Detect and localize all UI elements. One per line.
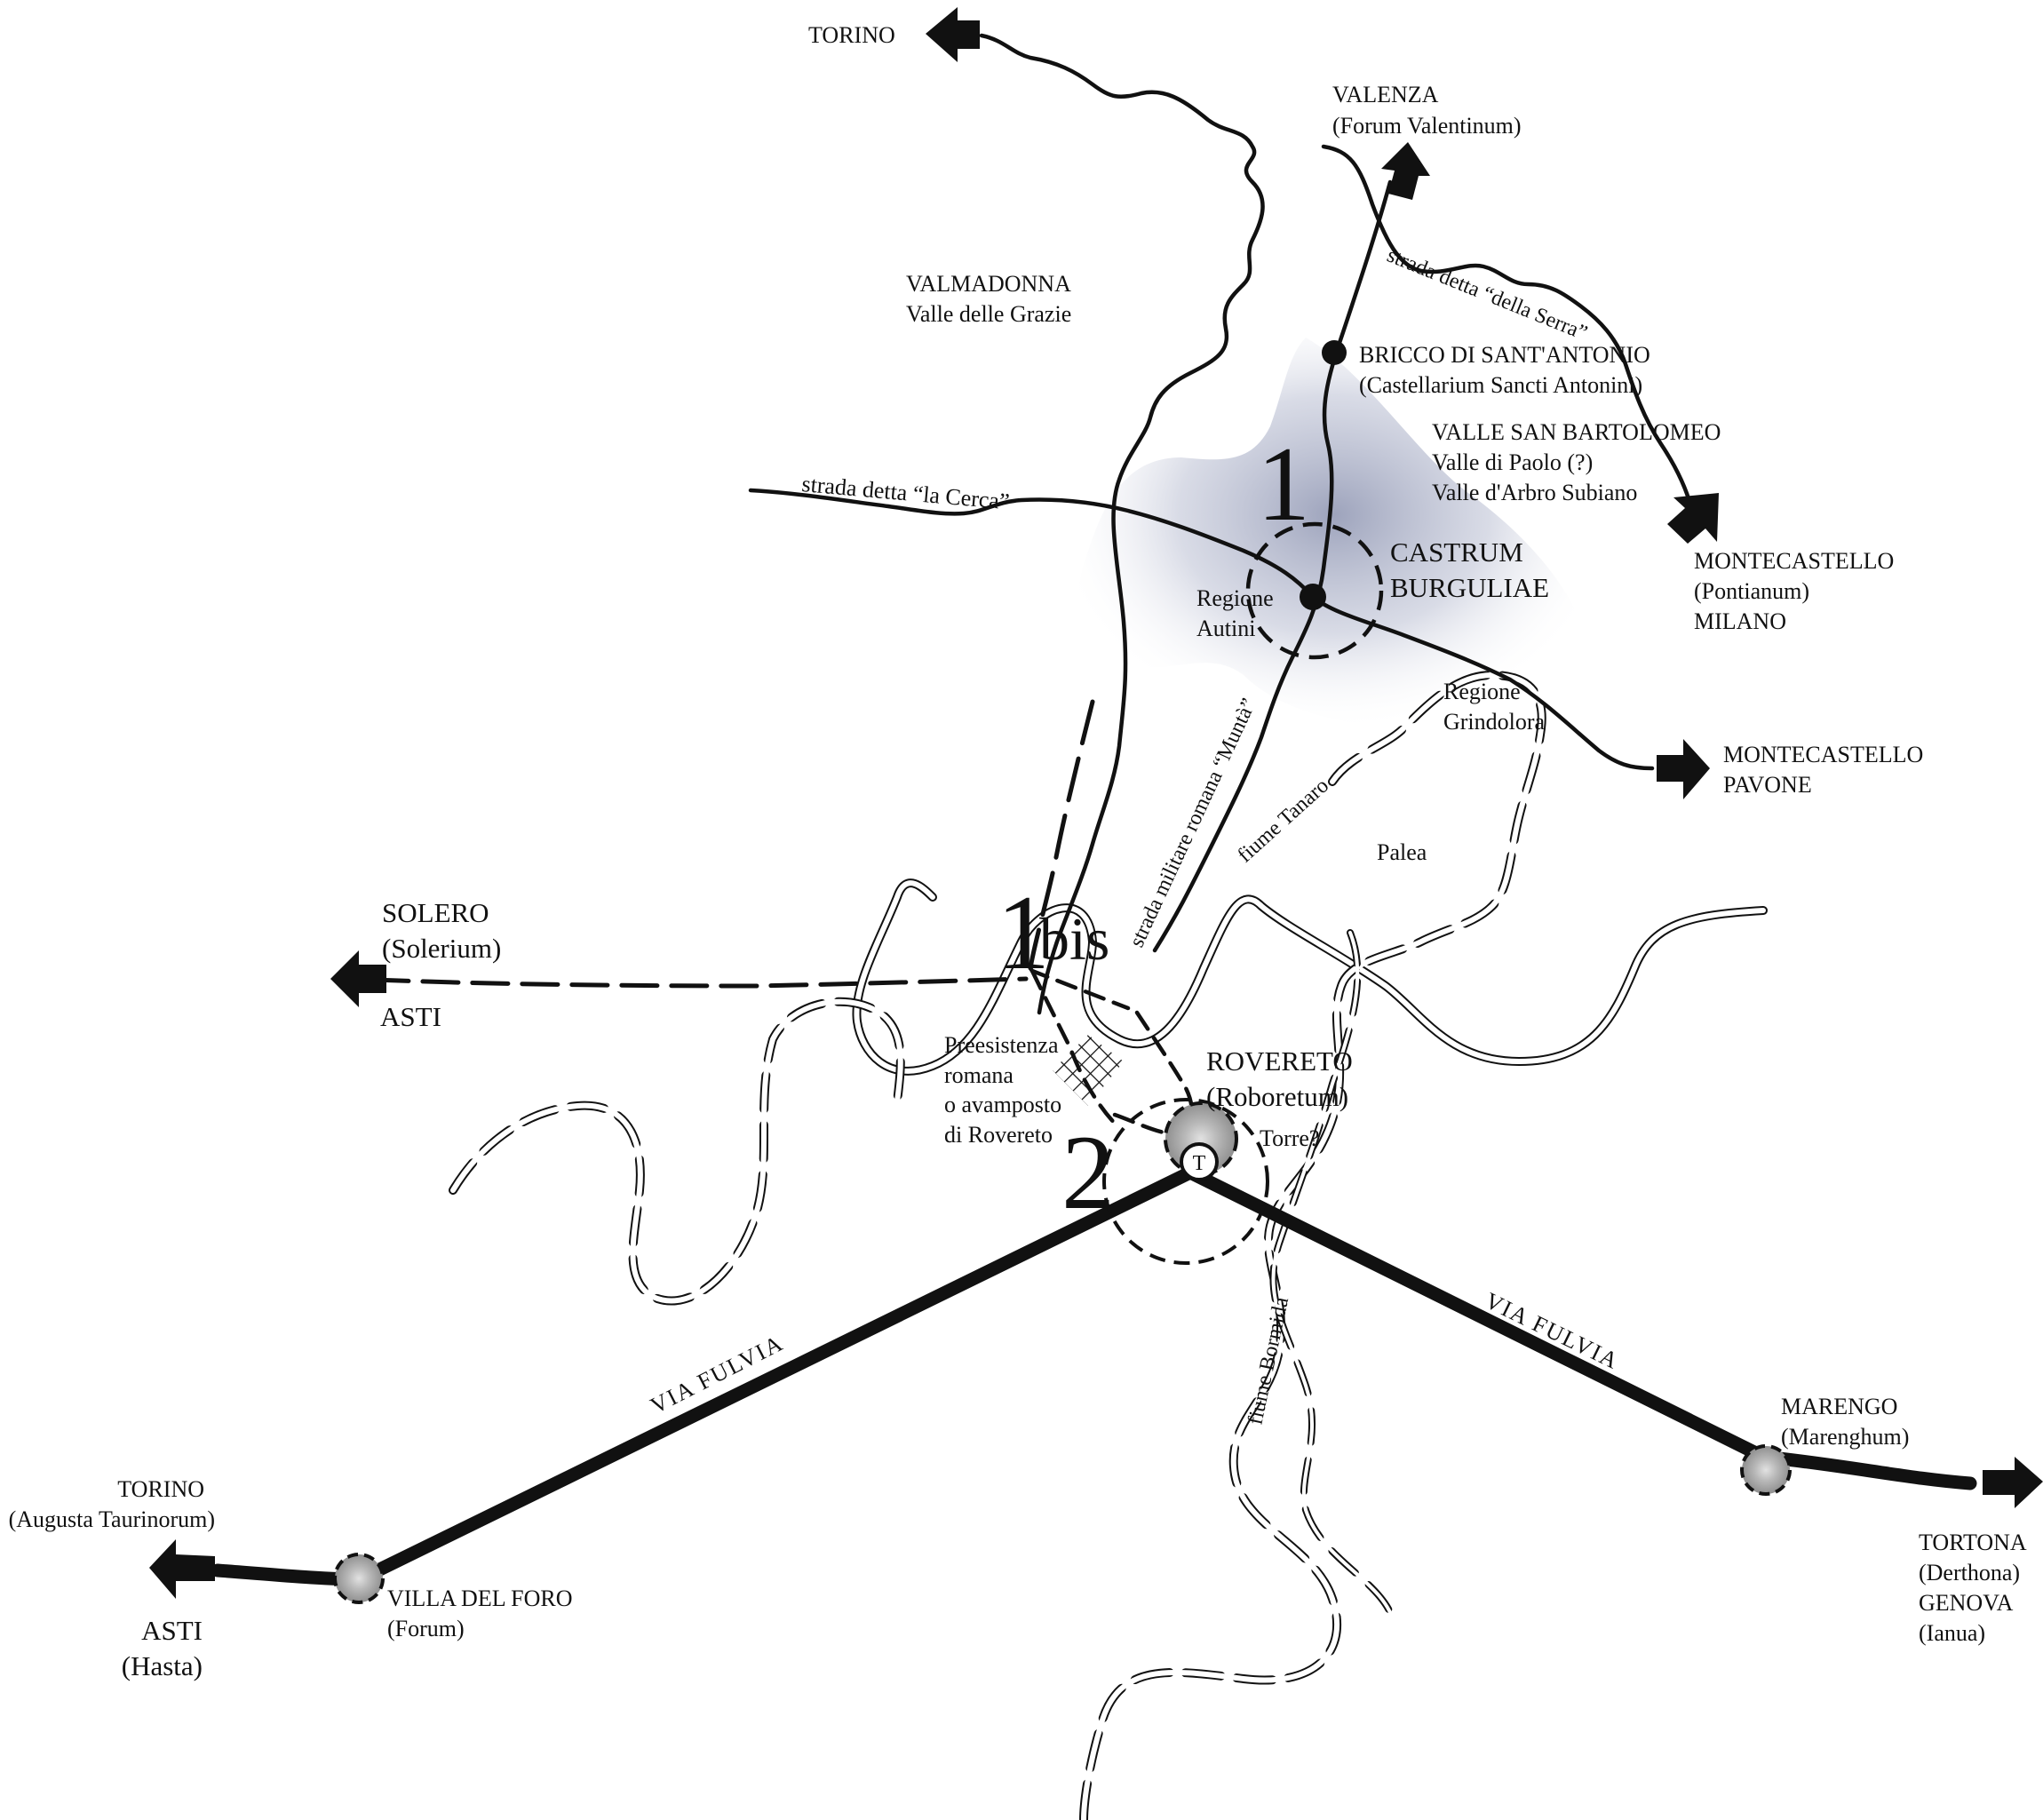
label-solerium: (Solerium): [382, 933, 501, 964]
label-torino-north: TORINO: [808, 22, 895, 48]
site-number-1: 1: [1257, 425, 1310, 543]
label-regione-grindolora-2: Grindolora: [1443, 709, 1546, 735]
label-asti-left: ASTI: [380, 1001, 441, 1032]
river-label-tanaro: fiume Tanaro: [1234, 775, 1333, 868]
river-bormida: [1269, 929, 1398, 1629]
label-castrum: CASTRUM: [1390, 536, 1523, 568]
road-dashed-valmadonna: [1028, 699, 1095, 971]
label-regione-autini-1: Regione: [1196, 585, 1274, 611]
label-preesistenza-3: o avamposto: [944, 1092, 1061, 1117]
tower-t-icon: [1180, 1142, 1219, 1181]
label-derthona: (Derthona): [1919, 1560, 2020, 1586]
label-valenza-sub: (Forum Valentinum): [1332, 113, 1522, 139]
arrow-solero: [330, 950, 386, 1007]
road-dashed-solero: [370, 976, 1029, 989]
label-ianua: (Ianua): [1919, 1620, 1985, 1646]
label-hasta: (Hasta): [122, 1650, 203, 1681]
label-villa-del-foro: VILLA DEL FORO: [387, 1586, 572, 1611]
road-label-munta: strada militare romana “Muntà”: [1125, 695, 1261, 950]
label-asti-bl: ASTI: [141, 1615, 203, 1646]
marengo-node: [1740, 1444, 1792, 1496]
road-label-della-serra: strada detta “della Serra”: [1384, 243, 1591, 345]
label-valenza: VALENZA: [1332, 82, 1439, 107]
label-montecastello-2: MONTECASTELLO: [1723, 742, 1923, 767]
arrow-torino-north: [926, 7, 980, 62]
label-valle-di-paolo: Valle di Paolo (?): [1432, 449, 1593, 475]
label-valle-san-bartolomeo: VALLE SAN BARTOLOMEO: [1432, 419, 1721, 445]
river-tanaro: [852, 878, 1768, 1076]
road-torino-north: [979, 33, 1265, 1015]
arrow-montecastello-milano: [1667, 493, 1719, 544]
arrow-tortona: [1983, 1457, 2043, 1508]
road-la-cerca: [748, 488, 1655, 771]
rovereto-site: T: [1102, 1098, 1269, 1265]
arrow-montecastello-pavone: [1657, 739, 1710, 799]
label-preesistenza-2: romana: [944, 1062, 1014, 1088]
river-bormida-west: [449, 997, 905, 1306]
site-number-2: 2: [1061, 1113, 1115, 1231]
label-bricco: BRICCO DI SANT'ANTONIO: [1359, 342, 1650, 368]
label-regione-autini-2: Autini: [1196, 616, 1255, 641]
label-valmadonna: VALMADONNA: [906, 271, 1071, 297]
label-torre: Torre?: [1260, 1125, 1319, 1151]
villa-del-foro-node: [333, 1553, 385, 1604]
castrum-site: [1245, 521, 1384, 660]
label-regione-grindolora-1: Regione: [1443, 679, 1521, 704]
label-torino-bl: TORINO: [117, 1476, 204, 1502]
label-marenghum: (Marenghum): [1781, 1424, 1909, 1450]
hill-area: [1076, 338, 1592, 732]
label-preesistenza-1: Preesistenza: [944, 1032, 1059, 1058]
tower-letter: T: [1193, 1152, 1206, 1175]
bricco-site: [1322, 340, 1347, 365]
label-tortona: TORTONA: [1919, 1530, 2027, 1555]
label-pavone: PAVONE: [1723, 772, 1812, 798]
label-roboretum: (Roboretum): [1206, 1081, 1348, 1112]
label-marengo: MARENGO: [1781, 1394, 1897, 1419]
site-number-bis: bis: [1039, 905, 1109, 973]
label-palea: Palea: [1377, 839, 1427, 865]
arrow-torino-asti: [149, 1539, 215, 1599]
label-forum: (Forum): [387, 1616, 465, 1641]
label-valle-arbro: Valle d'Arbro Subiano: [1432, 480, 1637, 505]
label-montecastello-1: MONTECASTELLO: [1694, 548, 1894, 574]
road-della-serra: [1321, 144, 1695, 513]
via-fulvia-road: [211, 1165, 1977, 1586]
label-augusta: (Augusta Taurinorum): [9, 1506, 215, 1532]
label-pontianum: (Pontianum): [1694, 578, 1809, 604]
label-milano: MILANO: [1694, 608, 1786, 634]
crosshatch-icon: [1053, 1035, 1124, 1106]
label-genova: GENOVA: [1919, 1590, 2014, 1616]
river-tanaro-upper: [1079, 670, 1546, 1820]
label-burguliae: BURGULIAE: [1390, 572, 1549, 603]
label-bricco-sub: (Castellarium Sancti Antonini): [1359, 372, 1642, 398]
site-number-1bis: 1: [997, 873, 1050, 991]
label-valmadonna-sub: Valle delle Grazie: [906, 301, 1071, 327]
river-label-bormida: fiume Bormida: [1244, 1295, 1293, 1427]
arrow-valenza: [1381, 142, 1430, 200]
label-rovereto: ROVERETO: [1206, 1045, 1353, 1077]
label-solero: SOLERO: [382, 897, 489, 928]
label-preesistenza-4: di Rovereto: [944, 1122, 1053, 1148]
